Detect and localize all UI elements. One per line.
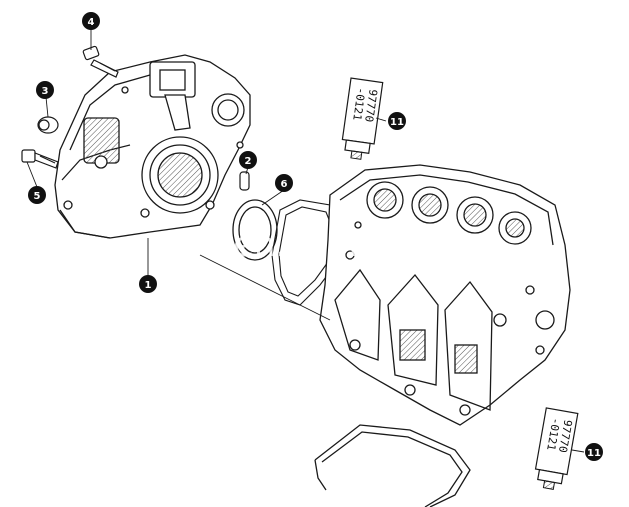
sealant-tube-bottom-code-1: 97770 [556,419,575,454]
callout-1: 1 [139,275,157,293]
assembly-axis-line [199,254,331,321]
dowel-pin-2 [239,171,250,191]
oil-pan-gasket [314,424,471,507]
svg-text:3: 3 [42,86,49,97]
housing-bolt-5 [21,149,59,169]
callout-4: 4 [82,12,100,30]
svg-text:1: 1 [145,280,152,291]
cylinder-block [319,164,571,426]
svg-text:2: 2 [245,156,252,167]
svg-text:6: 6 [281,179,288,190]
callout-3: 3 [36,81,54,99]
oil-seal-6 [232,199,278,261]
sealant-tube-bottom: 97770 -0121 [534,407,579,490]
sealant-tube-bottom-code-2: -0121 [544,417,563,452]
leader-lines [26,29,585,453]
flywheel-housing [54,54,251,239]
sealant-tube-top: 97770 -0121 [341,77,384,160]
svg-text:5: 5 [34,191,41,202]
housing-bolt-4 [82,45,119,78]
rear-gasket [271,199,341,306]
plug-3 [37,116,59,134]
sealant-tube-top-code-1: 97770 [362,88,379,123]
callout-11-bottom: 11 [585,443,603,461]
callout-2: 2 [239,151,257,169]
callout-11-top: 11 [388,112,406,130]
watermark-text: en.china.cn [233,225,429,265]
callout-6: 6 [275,174,293,192]
callout-5: 5 [28,186,46,204]
svg-text:11: 11 [587,448,601,459]
sealant-tube-top-code-2: -0121 [350,87,367,122]
svg-text:11: 11 [390,117,404,128]
svg-text:4: 4 [88,17,95,28]
